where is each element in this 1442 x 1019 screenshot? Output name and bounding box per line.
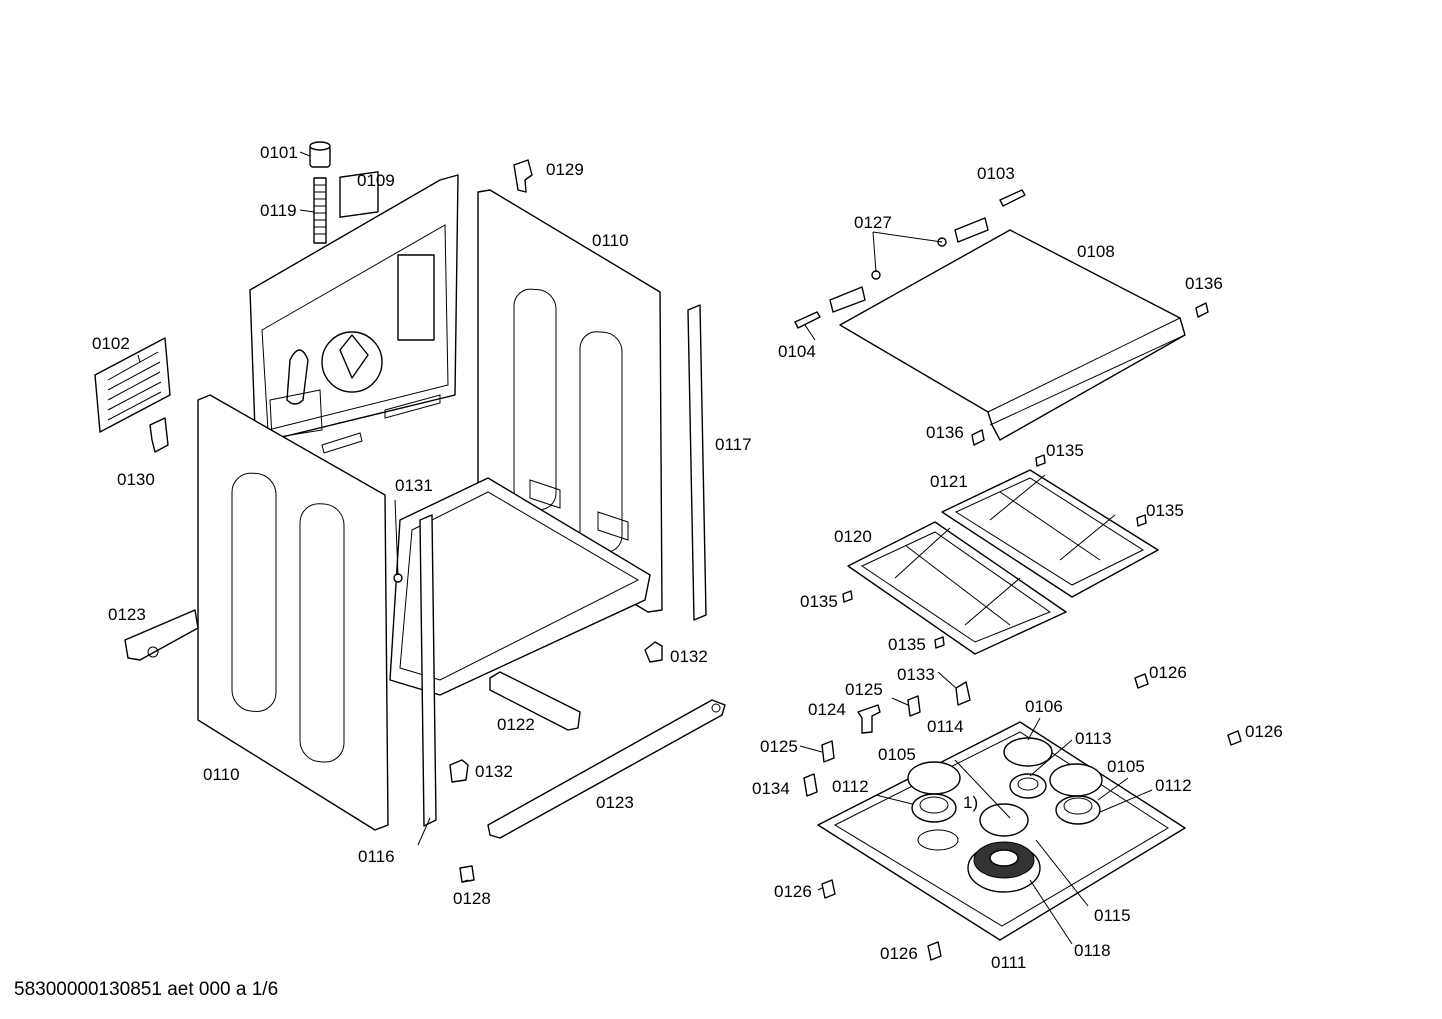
callout-0129: 0129 bbox=[546, 160, 584, 179]
callout-0132-a: 0132 bbox=[670, 647, 708, 666]
callout-0123-a: 0123 bbox=[108, 605, 146, 624]
callout-0105-a: 0105 bbox=[878, 745, 916, 764]
callout-0135-b: 0135 bbox=[1146, 501, 1184, 520]
pan-support-0121 bbox=[941, 469, 1159, 598]
callout-0126-c: 0126 bbox=[774, 882, 812, 901]
callout-0109: 0109 bbox=[357, 171, 395, 190]
callout-0102: 0102 bbox=[92, 334, 130, 353]
burners bbox=[907, 737, 1103, 893]
callout-0126-d: 0126 bbox=[880, 944, 918, 963]
bracket-0130 bbox=[149, 417, 169, 453]
callout-0125-b: 0125 bbox=[760, 737, 798, 756]
vent-grille-0102 bbox=[94, 337, 171, 433]
callout-0116: 0116 bbox=[358, 847, 395, 866]
side-strip bbox=[687, 304, 707, 621]
valve-0124 bbox=[857, 704, 881, 734]
callout-0136-a: 0136 bbox=[1185, 274, 1223, 293]
callout-labels: 0101 0119 0109 0129 0110 0102 0130 0110 … bbox=[92, 143, 1283, 972]
callout-0120: 0120 bbox=[834, 527, 872, 546]
callout-0122: 0122 bbox=[497, 715, 535, 734]
callout-0134: 0134 bbox=[752, 779, 790, 798]
hose-0119 bbox=[313, 177, 327, 244]
screw-0103 bbox=[999, 189, 1026, 207]
screw-0104 bbox=[794, 311, 821, 329]
callout-0117: 0117 bbox=[715, 435, 752, 454]
callout-0119: 0119 bbox=[260, 201, 297, 220]
middle-rail bbox=[489, 671, 581, 731]
callout-0101: 0101 bbox=[260, 143, 298, 162]
callout-0103: 0103 bbox=[977, 164, 1015, 183]
left-rail bbox=[124, 609, 199, 661]
callout-0135-a: 0135 bbox=[1046, 441, 1084, 460]
callout-0112-a: 0112 bbox=[832, 777, 869, 796]
callout-0131: 0131 bbox=[395, 476, 433, 495]
callout-0132-b: 0132 bbox=[475, 762, 513, 781]
callout-0133: 0133 bbox=[897, 665, 935, 684]
hinge-left bbox=[829, 286, 866, 313]
clip-0132-b bbox=[449, 759, 469, 783]
hinge-right bbox=[954, 217, 989, 243]
callout-0112-b: 0112 bbox=[1155, 776, 1192, 795]
callout-0125-a: 0125 bbox=[845, 680, 883, 699]
callout-0106: 0106 bbox=[1025, 697, 1063, 716]
leader-lines bbox=[137, 151, 1153, 945]
bottom-tray bbox=[389, 477, 651, 696]
callout-0136-b: 0136 bbox=[926, 423, 964, 442]
callout-0126-b: 0126 bbox=[1245, 722, 1283, 741]
callout-0127: 0127 bbox=[854, 213, 892, 232]
callout-0126-a: 0126 bbox=[1149, 663, 1187, 682]
callout-0135-c: 0135 bbox=[800, 592, 838, 611]
bracket-0129 bbox=[513, 159, 533, 193]
callout-note-1: 1) bbox=[963, 793, 978, 812]
callout-0104: 0104 bbox=[778, 342, 816, 361]
callout-0108: 0108 bbox=[1077, 242, 1115, 261]
callout-0130: 0130 bbox=[117, 470, 155, 489]
document-code: 58300000130851 aet 000 a 1/6 bbox=[14, 979, 279, 1000]
callout-0115: 0115 bbox=[1094, 906, 1131, 925]
front-strip bbox=[419, 514, 437, 827]
nozzle-0128 bbox=[459, 865, 475, 883]
callout-0118: 0118 bbox=[1074, 941, 1111, 960]
callout-0135-d: 0135 bbox=[888, 635, 926, 654]
callout-0114: 0114 bbox=[927, 717, 964, 736]
callout-0105-b: 0105 bbox=[1107, 757, 1145, 776]
callout-0113: 0113 bbox=[1075, 729, 1112, 748]
callout-0124: 0124 bbox=[808, 700, 846, 719]
pan-support-0120 bbox=[847, 521, 1067, 655]
callout-0121: 0121 bbox=[930, 472, 968, 491]
callout-0128: 0128 bbox=[453, 889, 491, 908]
callout-0123-b: 0123 bbox=[596, 793, 634, 812]
front-rail bbox=[487, 699, 726, 839]
cover-lid bbox=[839, 229, 1186, 441]
left-side-panel bbox=[197, 394, 389, 831]
callout-0110-b: 0110 bbox=[203, 765, 240, 784]
back-panel bbox=[249, 171, 459, 454]
callout-0111: 0111 bbox=[991, 953, 1026, 972]
clip-0132-a bbox=[644, 641, 663, 663]
callout-0110-a: 0110 bbox=[592, 231, 629, 250]
